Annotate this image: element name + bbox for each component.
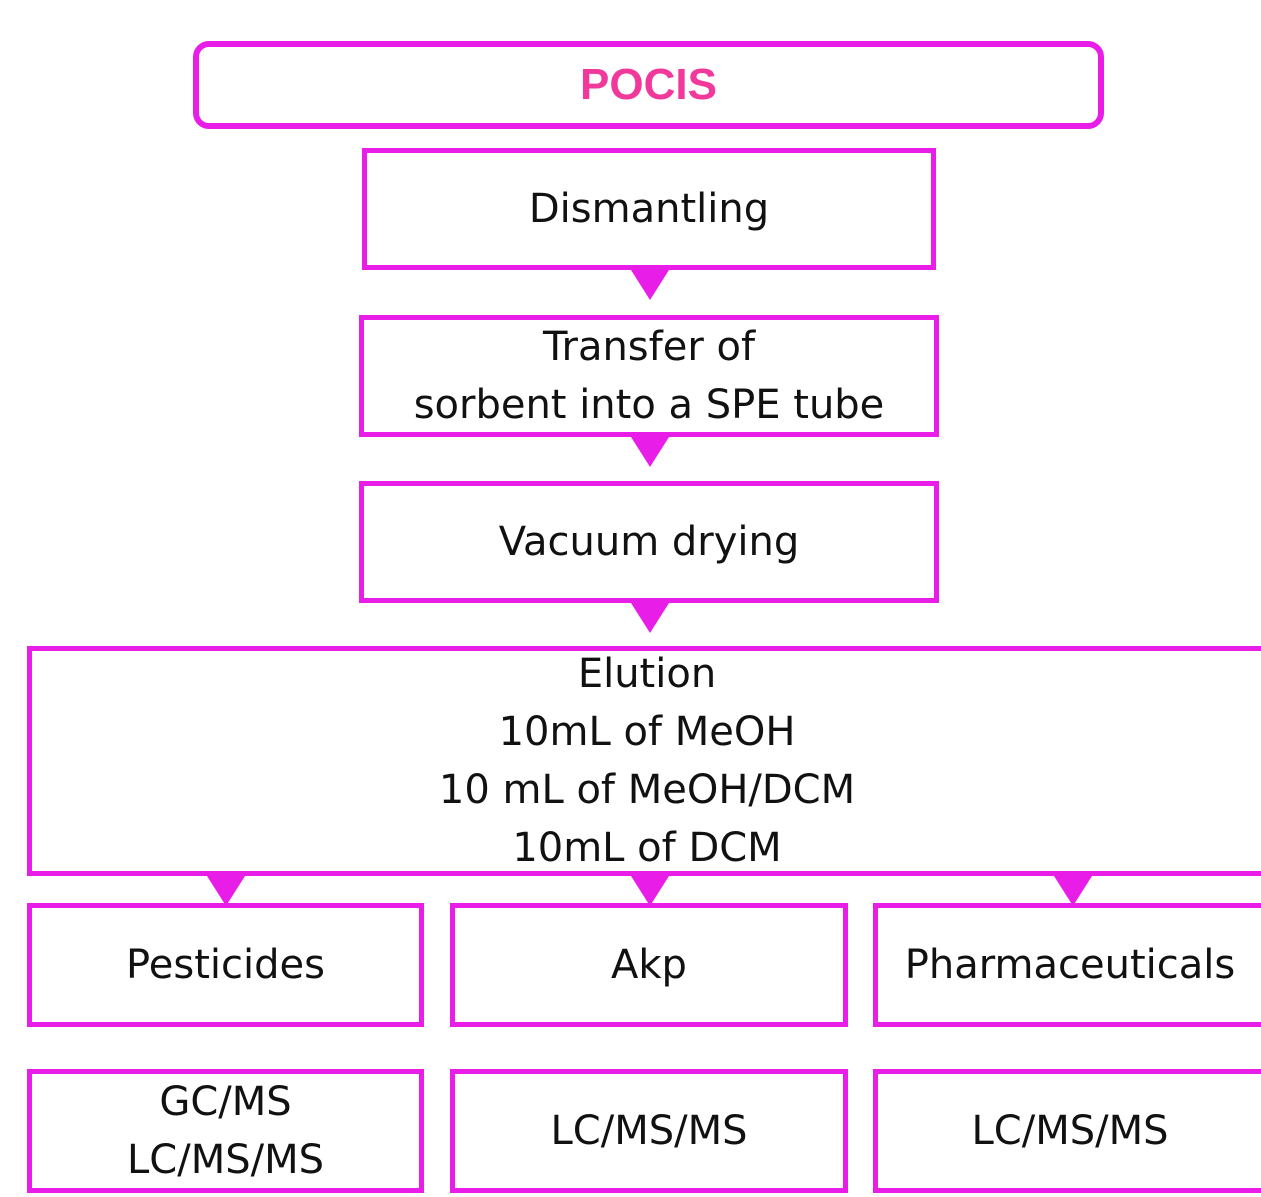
arrow-drying-to-elution: [631, 603, 669, 633]
method-label-pesticides-line-2: LC/MS/MS: [127, 1137, 324, 1183]
method-label-pharmaceuticals: LC/MS/MS: [971, 1108, 1169, 1154]
method-box-pharmaceuticals: LC/MS/MS: [873, 1069, 1261, 1193]
arrow-elution-to-pesticides: [207, 876, 245, 906]
dismantling-box: Dismantling: [362, 148, 936, 270]
drying-label: Vacuum drying: [498, 519, 800, 565]
arrow-dismantling-to-transfer: [631, 270, 669, 300]
arrow-elution-to-pharmaceuticals: [1054, 876, 1092, 906]
method-box-pesticides: GC/MS LC/MS/MS: [27, 1069, 424, 1193]
transfer-label-line-2: sorbent into a SPE tube: [413, 382, 885, 428]
category-label-pesticides: Pesticides: [126, 942, 325, 988]
elution-label-line-2: 10mL of MeOH: [498, 709, 796, 755]
elution-label-line-4: 10mL of DCM: [512, 825, 782, 871]
title-label: POCIS: [580, 60, 717, 109]
elution-label-line-1: Elution: [577, 651, 717, 697]
elution-box: Elution 10mL of MeOH 10 mL of MeOH/DCM 1…: [27, 646, 1261, 876]
drying-box: Vacuum drying: [359, 481, 939, 603]
arrow-elution-to-akp: [631, 876, 669, 906]
transfer-label-line-1: Transfer of: [542, 324, 756, 370]
method-label-akp: LC/MS/MS: [550, 1108, 748, 1154]
category-box-pesticides: Pesticides: [27, 903, 424, 1027]
dismantling-label: Dismantling: [528, 186, 770, 232]
elution-label-line-3: 10 mL of MeOH/DCM: [438, 767, 856, 813]
category-box-pharmaceuticals: Pharmaceuticals: [873, 903, 1261, 1027]
method-label-pesticides-line-1: GC/MS: [159, 1079, 292, 1125]
transfer-box: Transfer of sorbent into a SPE tube: [359, 315, 939, 437]
category-label-akp: Akp: [611, 942, 687, 988]
arrow-transfer-to-drying: [631, 437, 669, 467]
method-box-akp: LC/MS/MS: [450, 1069, 848, 1193]
category-box-akp: Akp: [450, 903, 848, 1027]
category-label-pharmaceuticals: Pharmaceuticals: [904, 942, 1236, 988]
title-box: POCIS: [193, 41, 1104, 129]
